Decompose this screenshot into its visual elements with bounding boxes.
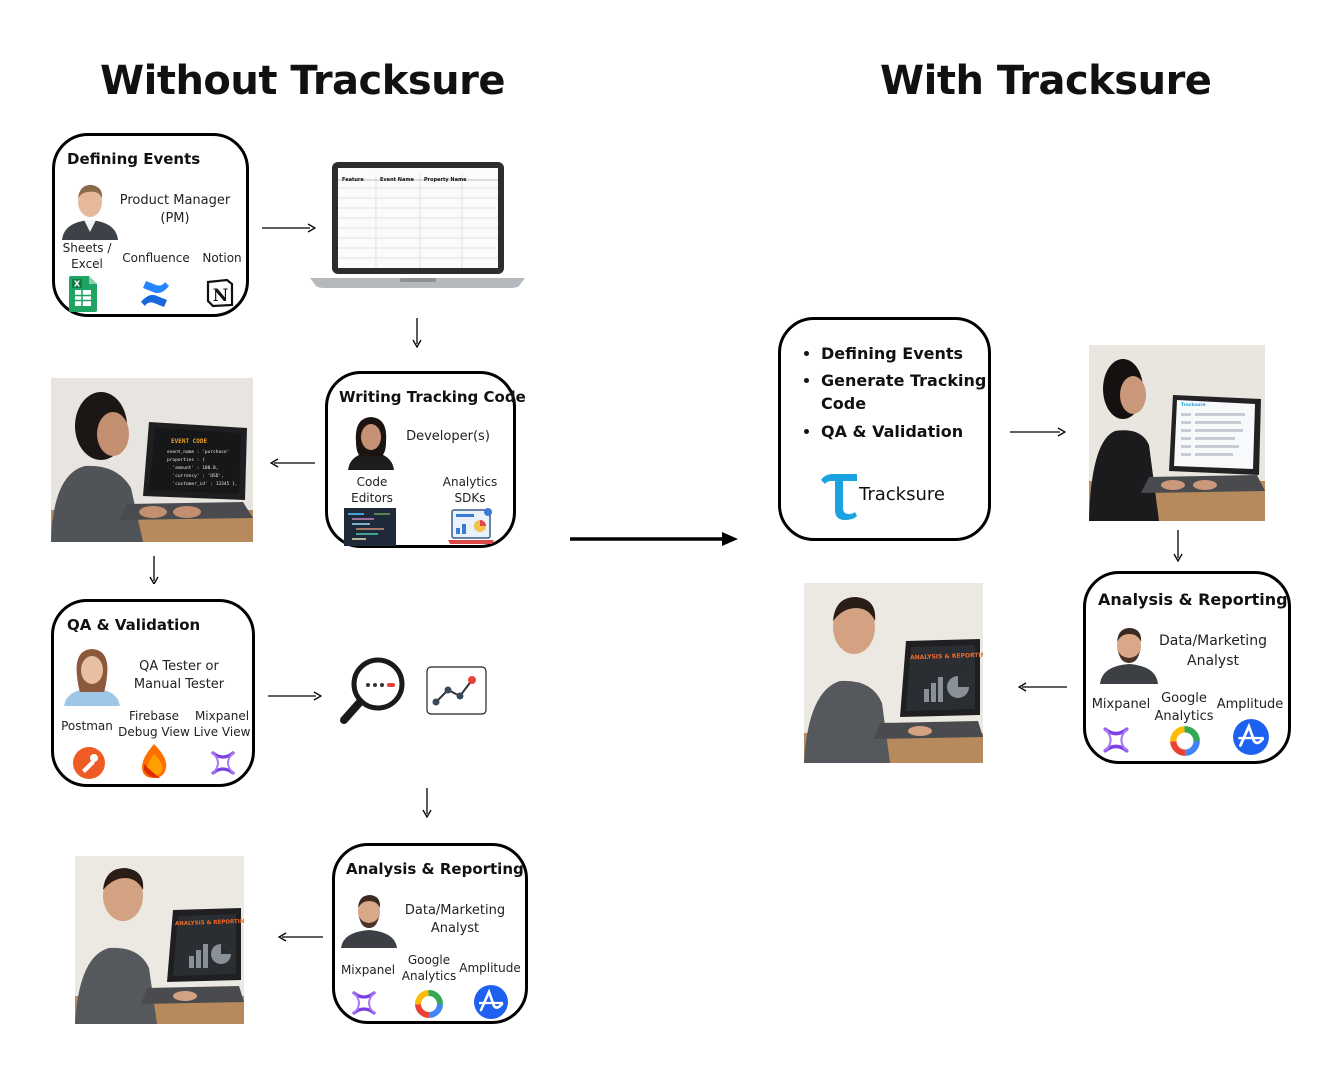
avatar — [342, 412, 400, 470]
confluence-icon — [139, 278, 171, 314]
arrow-down — [1172, 530, 1184, 566]
big-arrow-right — [570, 530, 740, 552]
tool-label-confluence: Confluence — [122, 251, 190, 265]
tracksure-user-photo: Tracksure — [1089, 345, 1265, 521]
arrow-down — [411, 318, 423, 352]
mixpanel-icon — [1102, 726, 1130, 758]
role-label: Data/Marketing Analyst — [1159, 633, 1267, 669]
card-title: Writing Tracking Code — [339, 388, 526, 406]
google-analytics-icon — [1168, 724, 1202, 762]
role-label: Data/Marketing Analyst — [404, 903, 506, 937]
tool-label-sheets: Sheets / Excel — [62, 241, 112, 272]
spreadsheet-header-feature: Feature — [342, 177, 364, 183]
code-screen-line: 'amount' : 100.0, — [167, 466, 219, 471]
arrow-left — [269, 454, 316, 473]
firebase-icon — [138, 742, 170, 784]
tool-label-analytics-sdks: Analytics SDKs — [442, 475, 498, 506]
svg-text:N: N — [213, 286, 229, 306]
tool-label-mixpanel-live-view: Mixpanel Live View — [193, 709, 251, 740]
arrow-right — [1010, 423, 1067, 442]
code-editor-icon — [344, 508, 396, 550]
developer-photo: EVENT CODE event_name : 'purchase' prope… — [51, 378, 253, 542]
amplitude-icon — [1232, 718, 1270, 760]
tool-label-amplitude: Amplitude — [459, 961, 521, 975]
heading-without-tracksure: Without Tracksure — [100, 58, 506, 104]
writing-tracking-code-card: Writing Tracking Code Developer(s) Code … — [325, 371, 526, 550]
code-screen-heading: EVENT CODE — [171, 438, 208, 445]
feature-item: Defining Events — [821, 342, 1001, 365]
card-title: Analysis & Reporting — [346, 860, 524, 878]
google-sheets-icon: X — [69, 276, 99, 316]
tool-label-mixpanel: Mixpanel — [1091, 697, 1151, 712]
amplitude-icon — [473, 984, 509, 1024]
avatar — [60, 644, 124, 706]
card-title: Analysis & Reporting — [1098, 590, 1288, 609]
qa-validation-card: QA & Validation QA Tester or Manual Test… — [51, 599, 255, 787]
mixpanel-icon — [210, 750, 236, 780]
role-label: Developer(s) — [406, 429, 490, 444]
arrow-right — [262, 219, 317, 238]
spreadsheet-header-event-name: Event Name — [380, 177, 414, 183]
tracksure-logo-icon — [819, 470, 859, 526]
code-screen-line: event_name : 'purchase' — [167, 450, 230, 455]
arrow-down — [421, 788, 433, 822]
avatar — [1096, 618, 1162, 684]
feature-item: QA & Validation — [821, 420, 1001, 443]
code-screen-line: properties : { — [167, 458, 205, 463]
tool-label-mixpanel: Mixpanel — [340, 963, 396, 977]
spreadsheet-header-property-name: Property Name — [424, 177, 467, 183]
avatar — [337, 886, 401, 948]
code-screen-line: 'customer_id' : 12345 }, — [167, 482, 238, 487]
arrow-right — [268, 687, 323, 706]
tool-label-google-analytics: Google Analytics — [401, 953, 457, 984]
mixpanel-icon — [351, 990, 377, 1020]
analytics-sdk-icon — [448, 506, 496, 552]
analysis-reporting-card: Analysis & Reporting Data/Marketing Anal… — [332, 843, 528, 1024]
role-label: QA Tester or Manual Tester — [133, 659, 225, 693]
magnifier-icon — [338, 656, 408, 732]
laptop-spreadsheet: Feature Event Name Property Name — [310, 160, 525, 292]
arrow-left — [1017, 678, 1068, 697]
card-title: Defining Events — [67, 150, 201, 168]
tracksure-feature-list: Defining Events Generate Tracking Code Q… — [799, 342, 1001, 447]
tracksure-brand-label: Tracksure — [859, 484, 945, 505]
analyst-photo: ANALYSIS & REPORTING — [75, 856, 244, 1024]
svg-text:X: X — [74, 280, 81, 289]
avatar — [58, 176, 122, 240]
role-label: Product Manager (PM) — [119, 193, 231, 227]
postman-icon — [72, 746, 106, 784]
tool-label-notion: Notion — [202, 251, 242, 265]
arrow-down — [148, 556, 160, 588]
code-screen-line: 'currency' : 'USD', — [167, 474, 224, 479]
tool-label-firebase: Firebase Debug View — [118, 709, 190, 740]
notion-icon: N — [205, 278, 235, 312]
heading-with-tracksure: With Tracksure — [880, 58, 1212, 104]
card-title: QA & Validation — [67, 616, 201, 634]
analyst-photo: ANALYSIS & REPORTING — [804, 583, 983, 763]
google-analytics-icon — [413, 988, 445, 1024]
tracksure-card: Defining Events Generate Tracking Code Q… — [778, 317, 991, 541]
arrow-left — [277, 928, 324, 947]
defining-events-card: Defining Events Product Manager (PM) She… — [52, 133, 249, 317]
tool-label-google-analytics: Google Analytics — [1154, 691, 1214, 724]
tool-label-code-editors: Code Editors — [351, 475, 393, 506]
tool-label-amplitude: Amplitude — [1216, 697, 1284, 712]
feature-item: Generate Tracking Code — [821, 369, 1001, 415]
tracksure-screen-brand: Tracksure — [1181, 403, 1206, 408]
tool-label-postman: Postman — [61, 719, 113, 733]
line-chart-icon — [426, 666, 488, 720]
analysis-reporting-card: Analysis & Reporting Data/Marketing Anal… — [1083, 571, 1291, 764]
